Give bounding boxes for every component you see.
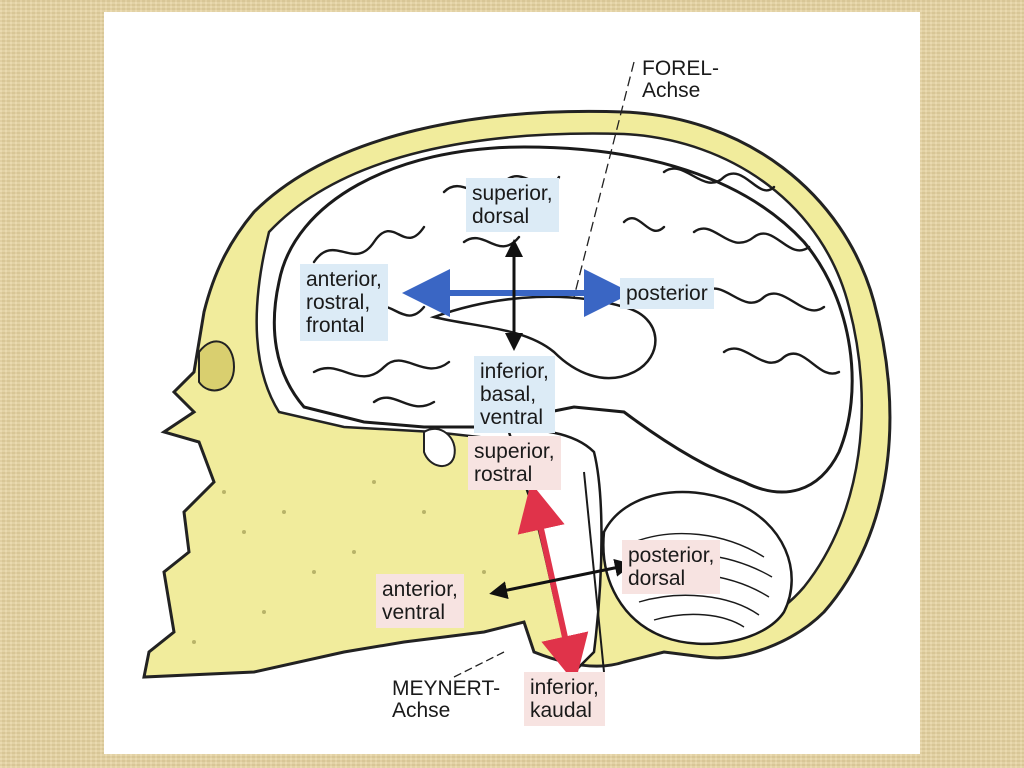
label-brain-posterior: posterior — [620, 278, 714, 309]
sella — [423, 427, 456, 467]
label-stem-anterior: anterior, ventral — [376, 574, 464, 628]
label-brain-inferior: inferior, basal, ventral — [474, 356, 555, 433]
meynert-axis-label: MEYNERT- Achse — [392, 677, 501, 722]
label-brain-superior: superior, dorsal — [466, 178, 559, 232]
forel-leader-line — [573, 61, 635, 298]
brainstem-ap-arrow — [489, 559, 633, 599]
brain-sagittal-illustration — [142, 61, 892, 684]
meynert-leader-line — [453, 651, 505, 678]
orbit — [198, 340, 236, 392]
figure-panel: FOREL- Achse superior, dorsal anterior, … — [104, 12, 920, 754]
label-stem-inferior: inferior, kaudal — [524, 672, 605, 726]
label-stem-posterior: posterior, dorsal — [622, 540, 721, 594]
label-stem-superior: superior, rostral — [468, 436, 561, 490]
label-brain-anterior: anterior, rostral, frontal — [300, 264, 388, 341]
forel-axis-label: FOREL- Achse — [642, 57, 720, 102]
